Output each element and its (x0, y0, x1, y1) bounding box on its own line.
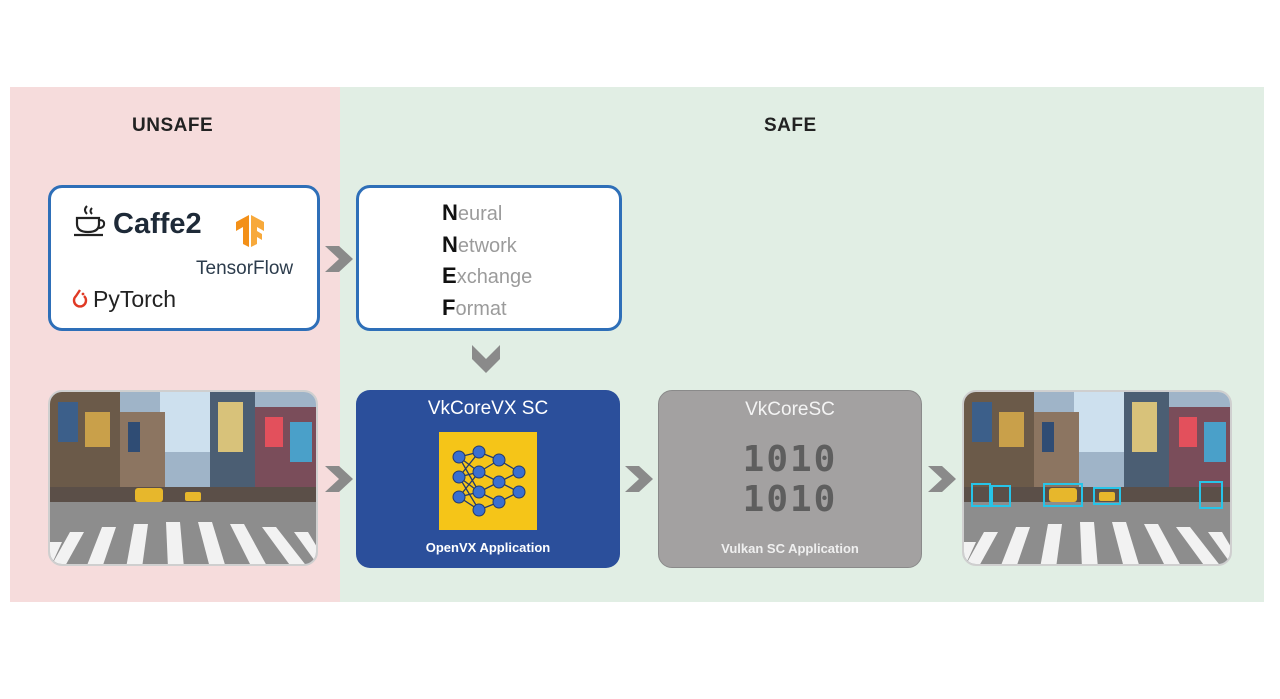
input-street-image (48, 390, 318, 566)
vulkan-sc-application-caption: Vulkan SC Application (721, 541, 859, 556)
safe-label: SAFE (764, 115, 817, 136)
vkcorevx-sc-title: VkCoreVX SC (427, 398, 549, 419)
chevron-right-arrow-icon (325, 466, 353, 492)
chevron-right-arrow-icon (928, 466, 956, 492)
binary-line-1: 1010 (742, 439, 838, 480)
vkcoresc-box: VkCoreSC 1010 1010 Vulkan SC Application (658, 390, 922, 568)
neural-network-icon (439, 432, 537, 530)
chevron-right-arrow-icon (325, 246, 353, 272)
coffee-cup-icon (73, 204, 107, 243)
nnef-box (356, 185, 622, 331)
tensorflow-label: TensorFlow (196, 258, 294, 279)
nnef-line-format: Format (442, 295, 507, 320)
pytorch-label: PyTorch (93, 286, 177, 312)
nnef-line-exchange: Exchange (442, 263, 533, 288)
chevron-right-arrow-icon (625, 466, 653, 492)
chevron-down-arrow-icon (472, 345, 500, 373)
frameworks-box: Caffe2 TensorFlow PyTorch (48, 185, 320, 331)
output-detected-image (962, 390, 1232, 566)
caffe2-label: Caffe2 (113, 208, 202, 240)
vkcorevx-sc-box: VkCoreVX SC OpenVX Application (356, 390, 620, 568)
pytorch-flame-icon (71, 288, 89, 315)
vkcoresc-title: VkCoreSC (745, 399, 835, 420)
nnef-line-neural: Neural (442, 200, 503, 225)
nnef-line-network: Network (442, 232, 517, 257)
openvx-application-caption: OpenVX Application (425, 540, 551, 555)
unsafe-label: UNSAFE (132, 115, 214, 136)
tensorflow-logo-icon (234, 214, 266, 253)
binary-line-2: 1010 (742, 479, 838, 520)
